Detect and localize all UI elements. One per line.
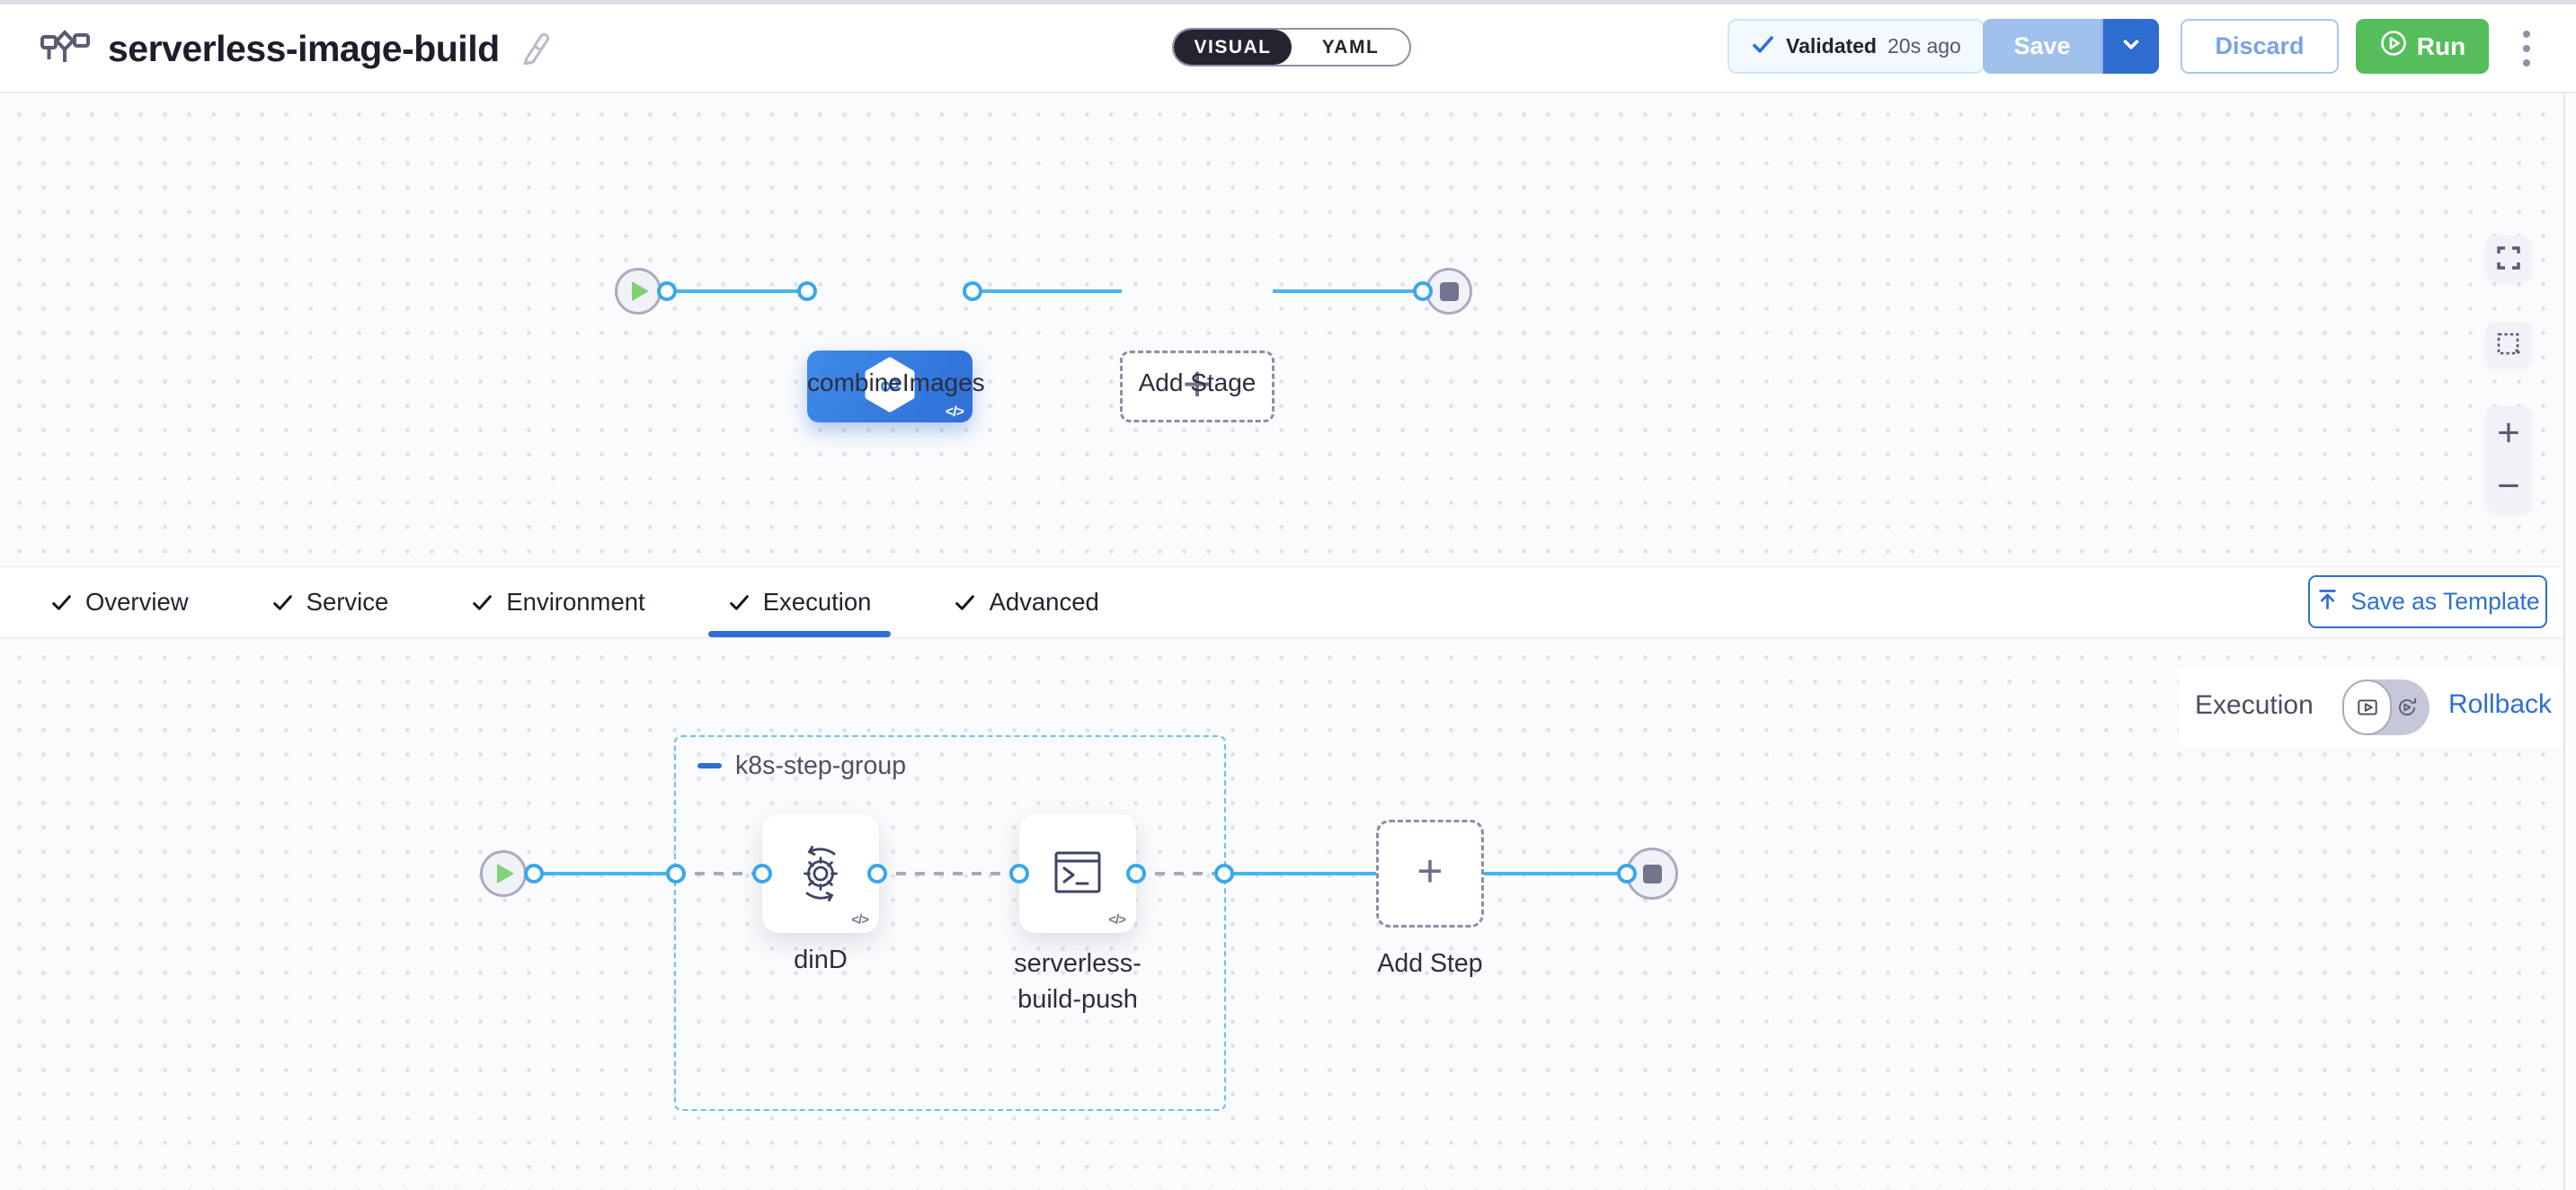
port[interactable]: [797, 281, 817, 301]
panel-divider: [2563, 93, 2565, 1190]
step-node-dind[interactable]: </>: [762, 814, 879, 933]
zoom-in-icon[interactable]: +: [2486, 406, 2531, 459]
port[interactable]: [1617, 864, 1637, 884]
chevron-down-icon: [2119, 32, 2143, 60]
upload-icon: [2315, 587, 2340, 617]
port[interactable]: [752, 864, 772, 884]
zoom-panel: + −: [2486, 406, 2531, 512]
rollback-link[interactable]: Rollback: [2448, 689, 2552, 720]
page-title: serverless-image-build: [108, 28, 500, 70]
stage-label: combineImages: [807, 369, 973, 397]
tab-overview[interactable]: Overview: [31, 567, 209, 637]
edge: [676, 872, 762, 875]
run-icon: [2379, 29, 2408, 64]
check-icon: [50, 591, 73, 614]
validated-time: 20s ago: [1888, 34, 1961, 58]
check-icon: [471, 591, 493, 614]
port[interactable]: [666, 864, 686, 884]
kebab-menu-icon[interactable]: [2509, 23, 2544, 74]
gear-sync-icon: [788, 839, 853, 909]
execution-view-icon: [2355, 695, 2380, 720]
fullscreen-icon[interactable]: [2486, 235, 2531, 280]
collapse-icon[interactable]: [697, 763, 722, 768]
edit-icon[interactable]: [518, 29, 554, 69]
code-icon: </>: [946, 404, 964, 421]
step-node-serverless-build-push[interactable]: </>: [1019, 814, 1136, 933]
code-icon: </>: [1108, 912, 1125, 928]
port[interactable]: [963, 281, 982, 301]
step-label: dinD: [762, 946, 879, 975]
toggle-visual[interactable]: VISUAL: [1174, 30, 1292, 65]
validated-badge[interactable]: Validated 20s ago: [1728, 19, 1985, 74]
right-gutter: [2565, 93, 2576, 1190]
save-menu-button[interactable]: [2101, 19, 2159, 74]
stage-tabbar: Overview Service Environment Execution A…: [0, 566, 2576, 638]
stage-canvas[interactable]: ∞ </> + combineImages Add Stage: [0, 95, 2576, 566]
edge: [661, 289, 809, 293]
port[interactable]: [867, 864, 887, 884]
tab-execution[interactable]: Execution: [708, 567, 892, 637]
header: serverless-image-build VISUAL YAML Valid…: [0, 0, 2576, 93]
port[interactable]: [1413, 281, 1433, 301]
rollback-view-button[interactable]: [2385, 679, 2429, 735]
rollback-view-icon: [2394, 695, 2420, 720]
port[interactable]: [1009, 864, 1029, 884]
add-stage-label: Add Stage: [1120, 369, 1275, 397]
edge: [1136, 872, 1224, 875]
edge: [534, 872, 676, 875]
tab-advanced[interactable]: Advanced: [934, 567, 1118, 637]
check-icon: [1751, 32, 1775, 61]
stop-icon: [1440, 282, 1459, 301]
discard-button[interactable]: Discard: [2181, 19, 2339, 74]
terminal-icon: [1049, 843, 1106, 905]
port[interactable]: [524, 864, 544, 884]
plus-icon: +: [1417, 848, 1443, 893]
edge: [1224, 872, 1376, 875]
run-button[interactable]: Run: [2356, 19, 2489, 74]
save-split-button: Save: [1983, 19, 2159, 74]
port[interactable]: [1126, 864, 1146, 884]
step-group-box[interactable]: [674, 735, 1226, 1111]
step-label: serverless-build-push: [997, 946, 1159, 1017]
add-step-button[interactable]: +: [1376, 820, 1484, 928]
tab-environment[interactable]: Environment: [451, 567, 664, 637]
port[interactable]: [1214, 864, 1234, 884]
execution-rollback-toggle: [2342, 679, 2429, 735]
pipeline-icon: [40, 27, 90, 71]
toggle-yaml[interactable]: YAML: [1292, 30, 1409, 65]
visual-yaml-toggle: VISUAL YAML: [1172, 28, 1411, 67]
validated-status: Validated: [1786, 34, 1877, 58]
tab-service[interactable]: Service: [252, 567, 409, 637]
edge: [877, 872, 1019, 875]
run-label: Run: [2417, 32, 2465, 61]
step-group-label[interactable]: k8s-step-group: [735, 751, 906, 781]
save-as-template-button[interactable]: Save as Template: [2308, 575, 2547, 628]
edge: [1273, 289, 1424, 293]
zoom-out-icon[interactable]: −: [2486, 459, 2531, 512]
add-step-label: Add Step: [1376, 949, 1484, 979]
execution-canvas[interactable]: Execution Rollback k8s-step-group: [0, 638, 2576, 1190]
port[interactable]: [657, 281, 677, 301]
check-icon: [954, 591, 976, 614]
code-icon: </>: [851, 912, 868, 928]
stop-icon: [1643, 865, 1662, 884]
save-button[interactable]: Save: [1983, 19, 2101, 74]
marquee-select-icon[interactable]: [2486, 322, 2531, 367]
play-icon: [632, 281, 649, 301]
execution-mode-label: Execution: [2195, 690, 2314, 721]
play-icon: [497, 864, 514, 884]
check-icon: [728, 591, 751, 614]
start-node: [480, 850, 527, 897]
check-icon: [271, 591, 294, 614]
start-node: [615, 268, 662, 315]
edge: [1482, 872, 1627, 875]
edge: [971, 289, 1122, 293]
